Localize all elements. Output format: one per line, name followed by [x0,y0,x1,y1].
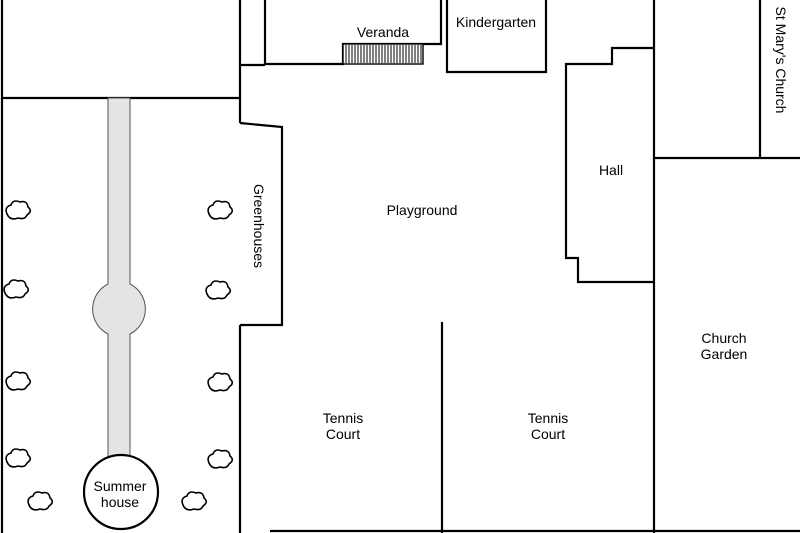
shrub [3,279,30,299]
church-garden-label-line2: Garden [701,346,748,362]
summer-house-label-line1: Summer [94,478,147,494]
summer-house-label-line2: house [101,494,139,510]
shrub [27,491,54,511]
shrub-outline [5,448,32,468]
shrub [207,200,234,220]
kindergarten-label: Kindergarten [456,14,536,30]
garden-path [92,97,146,466]
shrub-outline [27,491,54,511]
greenhouses-outline [239,121,284,327]
summer-house [82,453,160,531]
greenhouses-label: Greenhouses [251,184,267,268]
tennis-court-2-label-line1: Tennis [528,410,568,426]
veranda-steps [342,43,424,65]
playground-label: Playground [387,202,458,218]
shrub [207,372,234,392]
hall-label: Hall [599,162,623,178]
top-left-building-outline [0,0,242,100]
shrub-outline [3,279,30,299]
shrub-outline [5,200,32,220]
shrub [5,448,32,468]
shrub-outline [207,449,234,469]
tennis-court-1-label-line1: Tennis [323,410,363,426]
shrub-outline [207,372,234,392]
hall-outline [564,46,654,284]
tennis-court-2-label-line2: Court [531,426,565,442]
shrub-outline [207,200,234,220]
kindergarten-outline [445,0,548,74]
shrub-outline [205,280,232,300]
shrub [205,280,232,300]
church-garden-label-line1: Church [701,330,746,346]
shrubs [3,200,234,511]
shrub [5,200,32,220]
garden-boundary [0,98,242,533]
shrub-outline [5,371,32,391]
tennis-court-1-label-line2: Court [326,426,360,442]
veranda-label: Veranda [357,24,409,40]
church-label: St Mary's Church [773,7,789,114]
shrub-outline [181,491,208,511]
shrub [5,371,32,391]
shrub [207,449,234,469]
shrub [181,491,208,511]
